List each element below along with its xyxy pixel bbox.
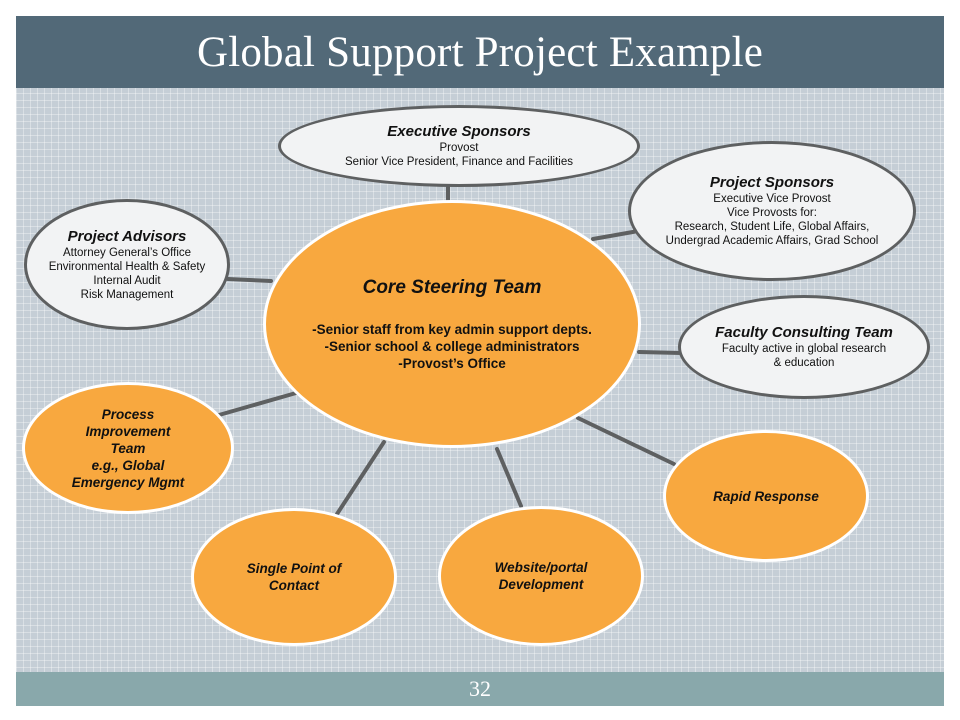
process-improvement-line: Process [101,406,155,422]
single-point-of-contact-line: Contact [268,578,320,593]
core-steering-team-title: Core Steering Team [362,276,542,298]
project-advisors-line: Environmental Health & Safety [48,260,206,273]
connector-single-point [335,440,386,516]
executive-sponsors-line: Senior Vice President, Finance and Facil… [345,156,573,168]
executive-sponsors-node: Executive Sponsors Provost Senior Vice P… [278,105,640,187]
rapid-response-label: Rapid Response [713,488,819,504]
process-improvement-line: Improvement [85,423,171,439]
website-portal-line: Website/portal [494,560,588,575]
slide: Global Support Project Example Executive… [16,16,944,706]
website-portal-line: Development [498,577,584,592]
slide-title: Global Support Project Example [196,28,764,76]
project-advisors-line: Attorney General’s Office [62,246,192,259]
faculty-consulting-node: Faculty Consulting Team Faculty active i… [678,295,930,399]
project-advisors-line: Risk Management [80,288,174,301]
single-point-of-contact-node: Single Point of Contact [191,508,397,646]
project-sponsors-title: Project Sponsors [709,174,835,191]
single-point-of-contact-line: Single Point of [246,561,342,576]
faculty-consulting-line: & education [773,357,835,369]
project-sponsors-line: Executive Vice Provost [713,193,831,205]
process-improvement-line: e.g., Global [91,457,165,473]
project-advisors-node: Project Advisors Attorney General’s Offi… [24,199,230,330]
core-steering-team-line: -Provost’s Office [398,355,506,371]
rapid-response-node: Rapid Response [663,430,869,562]
project-sponsors-line: Vice Provosts for: [727,207,817,219]
connector-faculty [637,350,683,355]
project-advisors-title: Project Advisors [67,227,187,245]
project-sponsors-node: Project Sponsors Executive Vice Provost … [628,141,916,281]
process-improvement-line: Team [110,440,146,456]
faculty-consulting-title: Faculty Consulting Team [715,324,893,341]
process-improvement-node: Process Improvement Team e.g., Global Em… [22,382,234,514]
connector-project-advisors [226,277,273,283]
core-steering-team-node: Core Steering Team -Senior staff from ke… [263,200,641,448]
connector-rapid [576,416,676,466]
executive-sponsors-line: Provost [439,142,479,154]
core-steering-team-line: -Senior school & college administrators [324,338,580,354]
project-advisors-line: Internal Audit [93,274,161,287]
title-bar: Global Support Project Example [16,16,944,88]
faculty-consulting-line: Faculty active in global research [721,343,887,355]
footer-bar: 32 [16,672,944,706]
executive-sponsors-title: Executive Sponsors [387,123,531,140]
connector-process [217,391,298,417]
project-sponsors-line: Research, Student Life, Global Affairs, [674,221,870,233]
website-portal-node: Website/portal Development [438,506,644,646]
connector-website [495,447,523,508]
process-improvement-line: Emergency Mgmt [71,474,185,490]
page-number: 32 [469,676,491,701]
core-steering-team-line: -Senior staff from key admin support dep… [312,321,592,337]
project-sponsors-line: Undergrad Academic Affairs, Grad School [665,235,879,247]
connector-lines [217,184,683,516]
